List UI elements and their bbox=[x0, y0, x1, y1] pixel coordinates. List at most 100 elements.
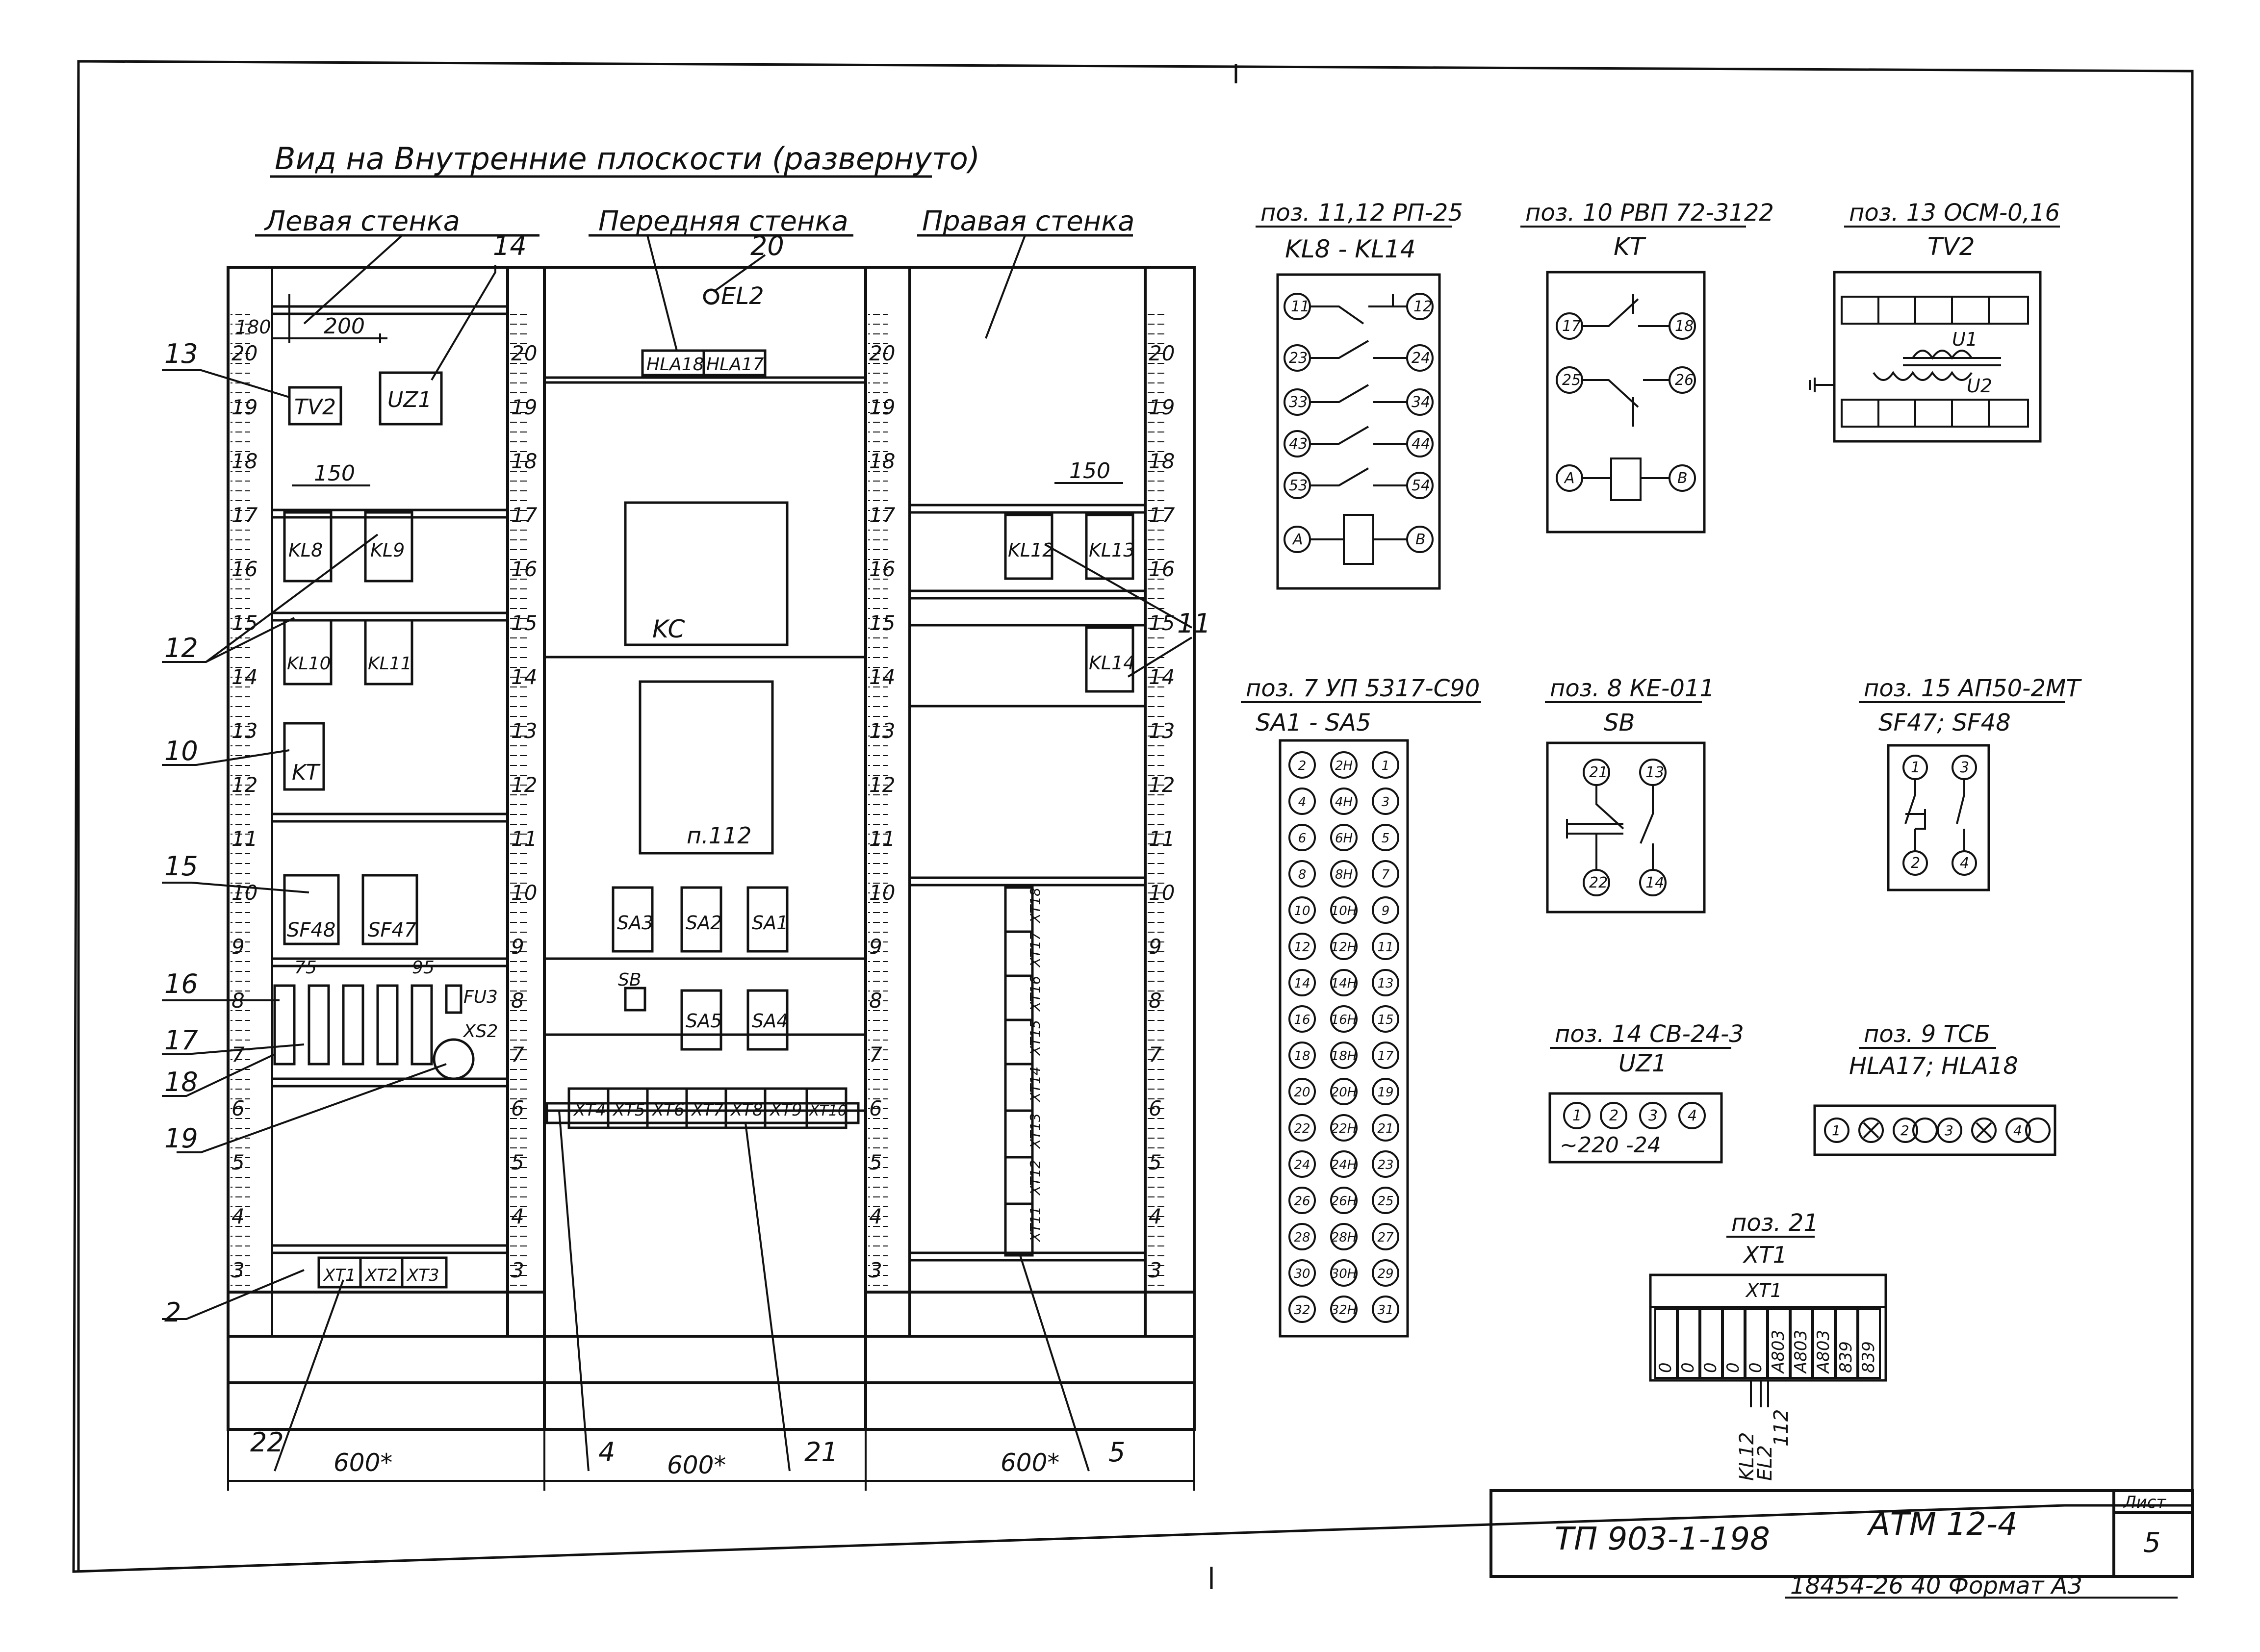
callout-17: 17 bbox=[164, 1025, 198, 1056]
terminal-label: 8Н bbox=[1335, 867, 1353, 882]
terminal-label: 10 bbox=[1294, 904, 1310, 918]
spec-rp25-title: поз. 11,12 РП-25 bbox=[1260, 199, 1463, 227]
scale-tick-label: 17 bbox=[511, 503, 538, 527]
wall-label-left: Левая стенка bbox=[264, 205, 460, 237]
scale-tick-label: 5 bbox=[511, 1150, 524, 1174]
terminal-label: 29 bbox=[1377, 1267, 1393, 1281]
spec-rp25: поз. 11,12 РП-25 KL8 - KL14 11 12 23 24 … bbox=[1256, 199, 1463, 590]
terminal-label: 16 bbox=[1294, 1013, 1310, 1027]
scale-tick-label: 18 bbox=[1149, 449, 1175, 473]
spec-rvp-sub: KT bbox=[1614, 232, 1646, 261]
device-xt4: XT4 bbox=[573, 1100, 606, 1120]
terminal-label: 24 bbox=[1294, 1158, 1310, 1172]
spec-xt1-head: XT1 bbox=[1745, 1280, 1782, 1301]
terminal-label: 6Н bbox=[1335, 831, 1353, 846]
scale-tick-label: 7 bbox=[1149, 1042, 1162, 1067]
terminal-cell-label: 0 bbox=[1678, 1362, 1698, 1373]
terminal-label: 20Н bbox=[1331, 1085, 1357, 1100]
svg-text:44: 44 bbox=[1412, 435, 1430, 453]
wall-label-right: Правая стенка bbox=[922, 205, 1134, 237]
terminal-label: 21 bbox=[1377, 1121, 1393, 1136]
svg-text:1: 1 bbox=[1832, 1122, 1841, 1139]
terminal-circle bbox=[1288, 1296, 1316, 1323]
spec-sv24-sub: UZ1 bbox=[1618, 1050, 1667, 1077]
scale-tick-label: 3 bbox=[511, 1258, 524, 1282]
scale-tick-label: 3 bbox=[869, 1258, 882, 1282]
svg-text:18: 18 bbox=[1675, 318, 1694, 335]
terminal-circle bbox=[1288, 1187, 1316, 1214]
device-xt7: XT7 bbox=[691, 1100, 724, 1120]
scale-tick-label: 13 bbox=[869, 719, 895, 743]
terminal-label: 5 bbox=[1382, 831, 1390, 846]
callout-22: 22 bbox=[250, 1427, 284, 1458]
device-xt10: XT10 bbox=[808, 1102, 847, 1119]
spec-ap50-sub: SF47; SF48 bbox=[1878, 709, 2011, 737]
svg-text:B: B bbox=[1677, 470, 1688, 487]
svg-text:26: 26 bbox=[1675, 372, 1694, 389]
terminal-circle bbox=[1330, 1042, 1358, 1069]
terminal-label: 18 bbox=[1294, 1049, 1310, 1064]
terminal-label: 26Н bbox=[1331, 1194, 1357, 1209]
device-tv2: TV2 bbox=[294, 395, 336, 420]
spec-ap50: поз. 15 АП50-2МТ SF47; SF48 1 3 2 4 bbox=[1859, 675, 2082, 891]
spec-rvp-title: поз. 10 РВП 72-3122 bbox=[1525, 199, 1774, 227]
terminal-label: 30Н bbox=[1331, 1267, 1357, 1281]
spec-up5317-title: поз. 7 УП 5317-С90 bbox=[1246, 675, 1480, 702]
scale-tick-label: 12 bbox=[511, 773, 537, 797]
scale-tick-label: 18 bbox=[511, 449, 537, 473]
svg-text:2: 2 bbox=[1911, 855, 1920, 872]
scale-tick-label: 6 bbox=[1149, 1096, 1162, 1120]
scale-tick-label: 14 bbox=[511, 665, 537, 689]
scale-tick-label: 17 bbox=[231, 503, 258, 527]
svg-text:24: 24 bbox=[1412, 350, 1430, 367]
footer-format: 18454-26 40 Формат А3 bbox=[1790, 1572, 2082, 1600]
scale-tick-label: 3 bbox=[1149, 1258, 1162, 1282]
terminal-label: 12Н bbox=[1331, 940, 1357, 955]
scale-tick-label: 4 bbox=[511, 1204, 524, 1228]
terminal-circle bbox=[1372, 788, 1399, 815]
svg-text:21: 21 bbox=[1589, 764, 1608, 781]
scale-tick-label: 13 bbox=[231, 719, 257, 743]
dim-150-right: 150 bbox=[1069, 458, 1110, 483]
spec-osm-title: поз. 13 ОСМ-0,16 bbox=[1849, 199, 2060, 227]
terminal-label: 16Н bbox=[1331, 1013, 1357, 1027]
scale-tick-label: 18 bbox=[231, 449, 257, 473]
device-xt6: XT6 bbox=[651, 1100, 685, 1120]
terminal-label: 31 bbox=[1377, 1303, 1393, 1318]
svg-text:13: 13 bbox=[1645, 764, 1664, 781]
device-kl10: KL10 bbox=[287, 654, 331, 674]
wall-label-front: Передняя стенка bbox=[598, 205, 848, 237]
scale-tick-label: 12 bbox=[1149, 773, 1175, 797]
scale-tick-label: 12 bbox=[869, 773, 895, 797]
scale-tick-label: 9 bbox=[231, 935, 245, 959]
device-xt1: XT1 bbox=[323, 1266, 356, 1285]
terminal-circle bbox=[1288, 933, 1316, 960]
terminal-circle bbox=[1288, 1114, 1316, 1142]
device-sa3: SA3 bbox=[617, 912, 653, 934]
scale-tick-label: 6 bbox=[231, 1096, 245, 1120]
scale-tick-label: 12 bbox=[231, 773, 257, 797]
terminal-label: 2Н bbox=[1335, 759, 1353, 773]
terminal-circle bbox=[1330, 1078, 1358, 1105]
device-kt: KT bbox=[292, 760, 321, 785]
svg-text:A: A bbox=[1564, 470, 1575, 487]
terminal-circle bbox=[1330, 1296, 1358, 1323]
spec-xt1-wire-el2: EL2 bbox=[1754, 1445, 1776, 1481]
svg-text:23: 23 bbox=[1289, 350, 1308, 367]
scale-tick-label: 19 bbox=[1149, 395, 1175, 419]
device-sf47: SF47 bbox=[368, 919, 417, 941]
callout-5: 5 bbox=[1108, 1437, 1125, 1468]
spec-ke011: поз. 8 КЕ-011 SB 21 13 22 14 bbox=[1545, 675, 1715, 914]
svg-text:12: 12 bbox=[1413, 298, 1432, 315]
scale-tick-label: 9 bbox=[511, 935, 524, 959]
terminal-circle bbox=[1330, 933, 1358, 960]
terminal-circle bbox=[1372, 824, 1399, 851]
svg-text:14: 14 bbox=[1645, 874, 1664, 891]
terminal-cell-label: 839 bbox=[1859, 1341, 1878, 1373]
svg-text:17: 17 bbox=[1562, 318, 1581, 335]
device-uz1: UZ1 bbox=[387, 387, 432, 412]
device-kl13: KL13 bbox=[1089, 539, 1135, 561]
terminal-label: 12 bbox=[1294, 940, 1310, 955]
terminal-label: 14 bbox=[1294, 976, 1310, 991]
device-xt15: XT15 bbox=[1027, 1020, 1043, 1056]
